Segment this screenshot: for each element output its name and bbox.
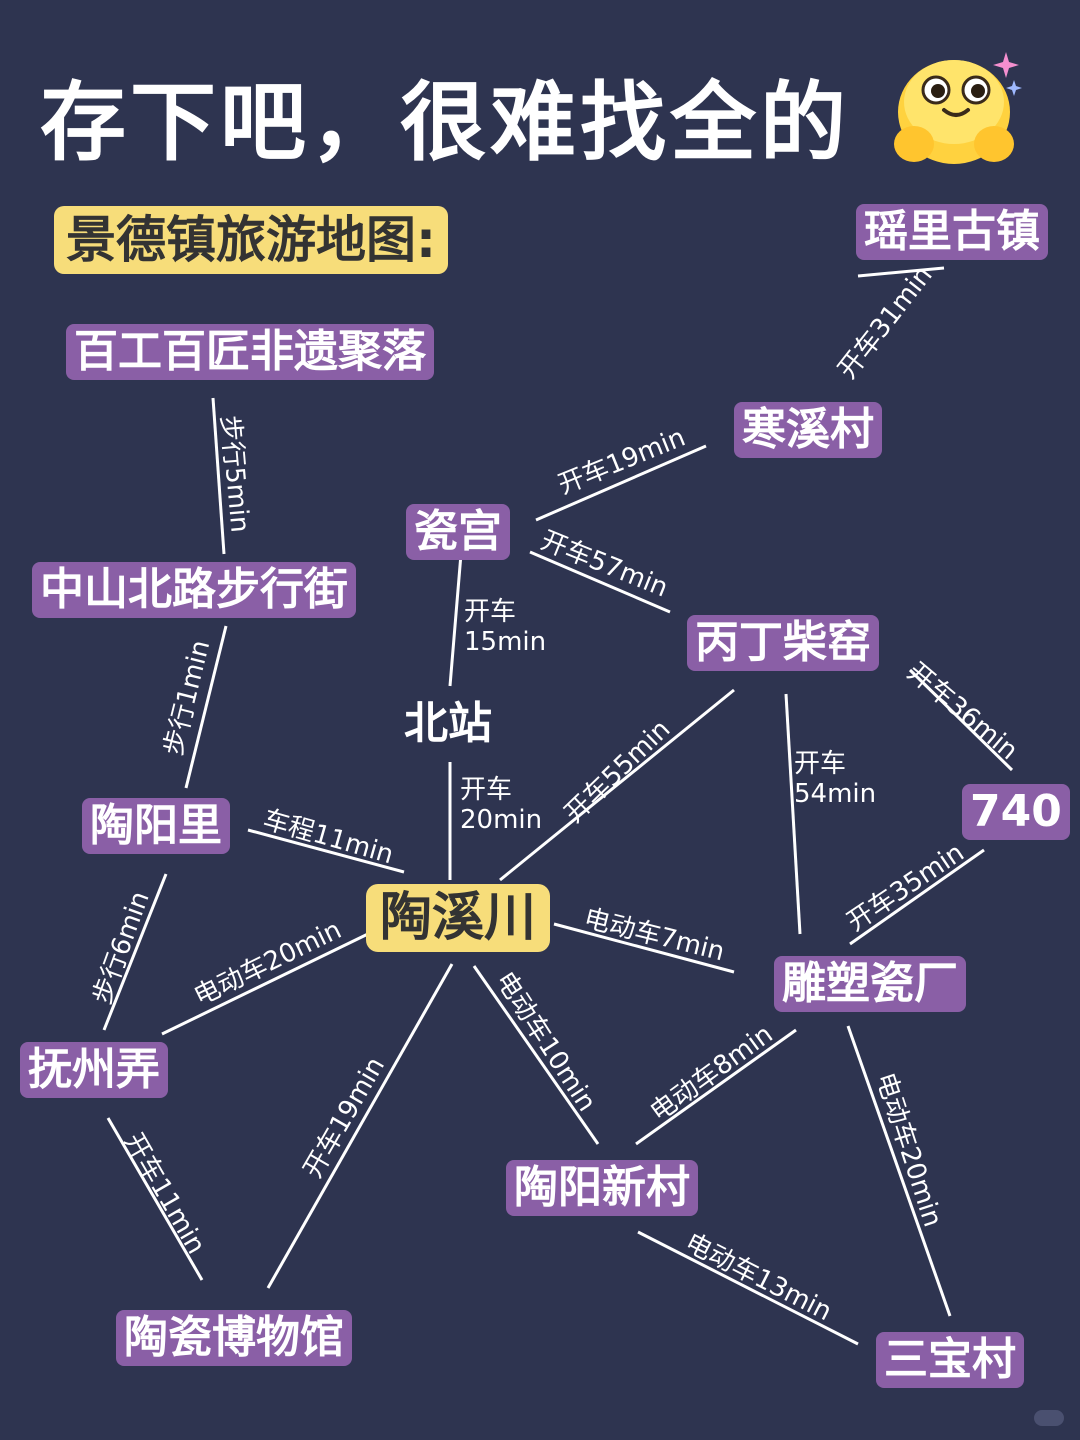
edge-line-n740-diaosu [849,848,985,946]
edge-label-taoxichuan-fuzhou: 电动车20min [189,915,346,1012]
edge-line-taoyangli-fuzhou [102,873,168,1031]
node-fuzhou[interactable]: 抚州弄 [20,1042,168,1098]
edge-line-taoxichuan-fuzhou [161,930,373,1036]
edge-label-yaoli-hanxi: 开车31min [832,261,938,385]
edge-line-hanxi-cigong [535,444,707,522]
node-taoxichuan[interactable]: 陶溪川 [366,884,551,952]
edge-line-diaosu-taoyang_new [635,1028,797,1146]
edge-line-taoxichuan-diaosu [553,922,735,974]
edge-line-bingding-n740 [908,668,1014,772]
node-yaoli[interactable]: 瑶里古镇 [856,204,1048,260]
edge-label-taoxichuan-museum: 开车19min [298,1052,391,1183]
node-museum[interactable]: 陶瓷博物馆 [116,1310,352,1366]
node-taoyangli[interactable]: 陶阳里 [82,798,230,854]
watermark [1034,1410,1064,1426]
edge-line-taoyangli-taoxichuan [247,828,405,874]
edge-label-taoyang_new-sanbao: 电动车13min [680,1228,836,1327]
page-title: 存下吧，很难找全的 [40,73,850,173]
edge-label-bingding-n740: 开车36min [901,657,1023,766]
edge-line-taoyang_new-sanbao [637,1230,859,1346]
edge-label-taoyangli-fuzhou: 步行6min [87,887,155,1008]
edge-label-taoxichuan-diaosu: 电动车7min [581,904,728,968]
edge-line-bingding-taoxichuan [499,688,735,882]
edge-label-fuzhou-museum: 开车11min [118,1128,211,1259]
edge-line-bingding-diaosu [784,693,802,935]
edge-line-diaosu-sanbao [846,1025,952,1317]
node-cigong[interactable]: 瓷宫 [406,504,510,560]
edge-line-zhongshan-taoyangli [184,625,228,789]
node-zhongshan[interactable]: 中山北路步行街 [32,562,356,618]
edge-line-fuzhou-museum [106,1117,204,1281]
edge-label-bingding-taoxichuan: 开车55min [559,714,676,829]
edge-label-diaosu-sanbao: 电动车20min [869,1069,947,1231]
smiling-face-with-sparkles-icon [894,52,1022,164]
edge-line-yaoli-hanxi [857,266,945,278]
edge-line-baigong-zhongshan [211,397,226,555]
node-bingding[interactable]: 丙丁柴窑 [687,615,879,671]
edge-label-n740-diaosu: 开车35min [842,838,970,938]
edge-label-taoyangli-taoxichuan: 车程11min [260,805,397,871]
node-taoyang-new[interactable]: 陶阳新村 [506,1160,698,1216]
node-beizhan[interactable]: 北站 [404,698,492,749]
edge-line-taoxichuan-taoyang_new [472,965,600,1145]
edge-line-cigong-bingding [529,550,671,614]
node-baigong[interactable]: 百工百匠非遗聚落 [66,324,434,380]
node-740[interactable]: 740 [962,784,1070,840]
node-hanxi[interactable]: 寒溪村 [734,402,882,458]
node-diaosu[interactable]: 雕塑瓷厂 [774,956,966,1012]
edge-label-taoxichuan-taoyang_new: 电动车10min [489,966,601,1117]
map-subtitle: 景德镇旅游地图: [54,206,448,274]
edge-line-taoxichuan-museum [266,963,454,1289]
edge-label-diaosu-taoyang_new: 电动车8min [645,1019,779,1128]
edge-line-cigong-beizhan [448,541,464,687]
node-sanbao[interactable]: 三宝村 [876,1332,1024,1388]
